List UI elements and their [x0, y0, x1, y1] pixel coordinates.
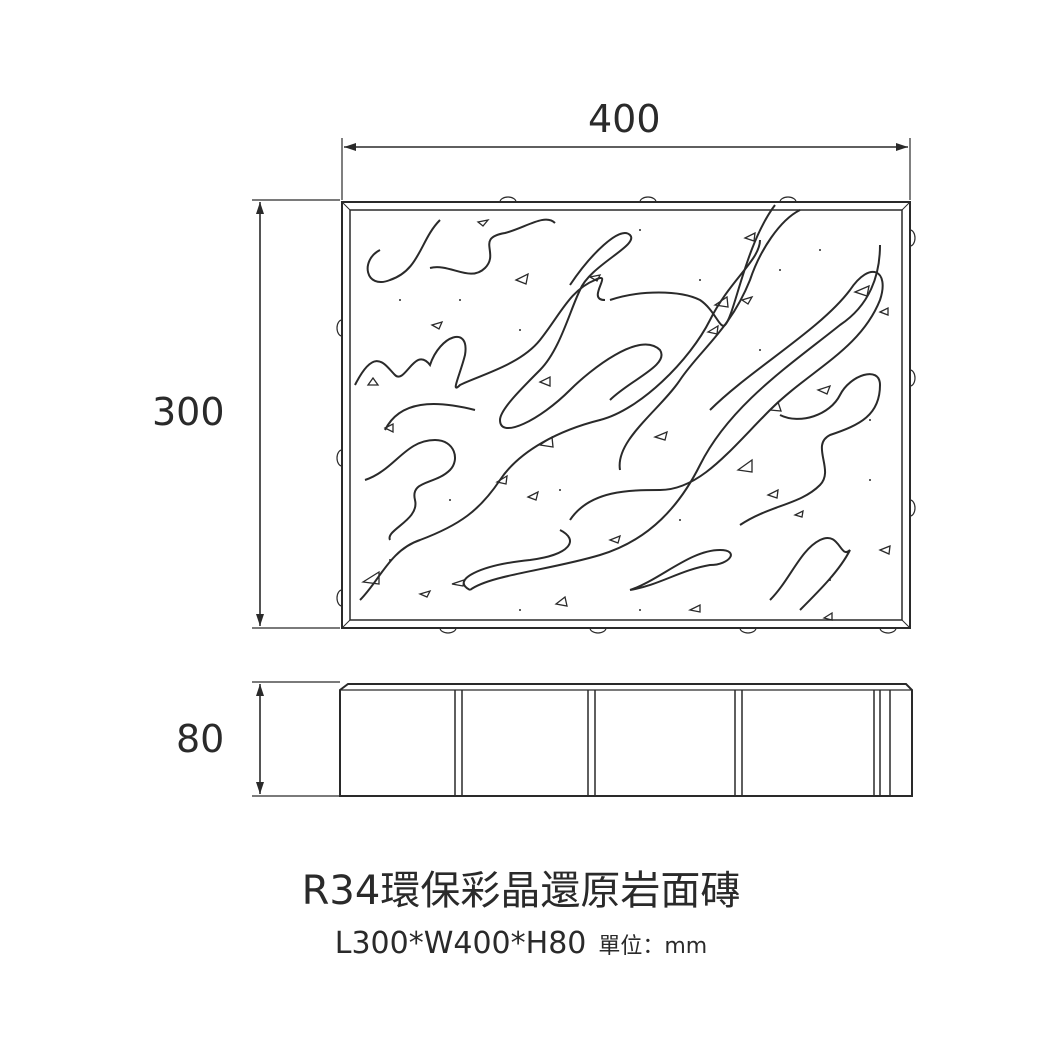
length-dimension-label: 300	[152, 390, 225, 434]
unit-label: 單位：mm	[598, 934, 708, 959]
width-dimension-label: 400	[588, 97, 661, 141]
tile-top-view	[336, 196, 916, 634]
tile-side-view	[339, 683, 913, 797]
product-title: R34環保彩晶還原岩面磚	[301, 868, 741, 914]
product-spec: L300*W400*H80 單位：mm	[0, 926, 1042, 961]
height-dimension-label: 80	[176, 717, 225, 761]
product-size: L300*W400*H80	[334, 926, 587, 961]
